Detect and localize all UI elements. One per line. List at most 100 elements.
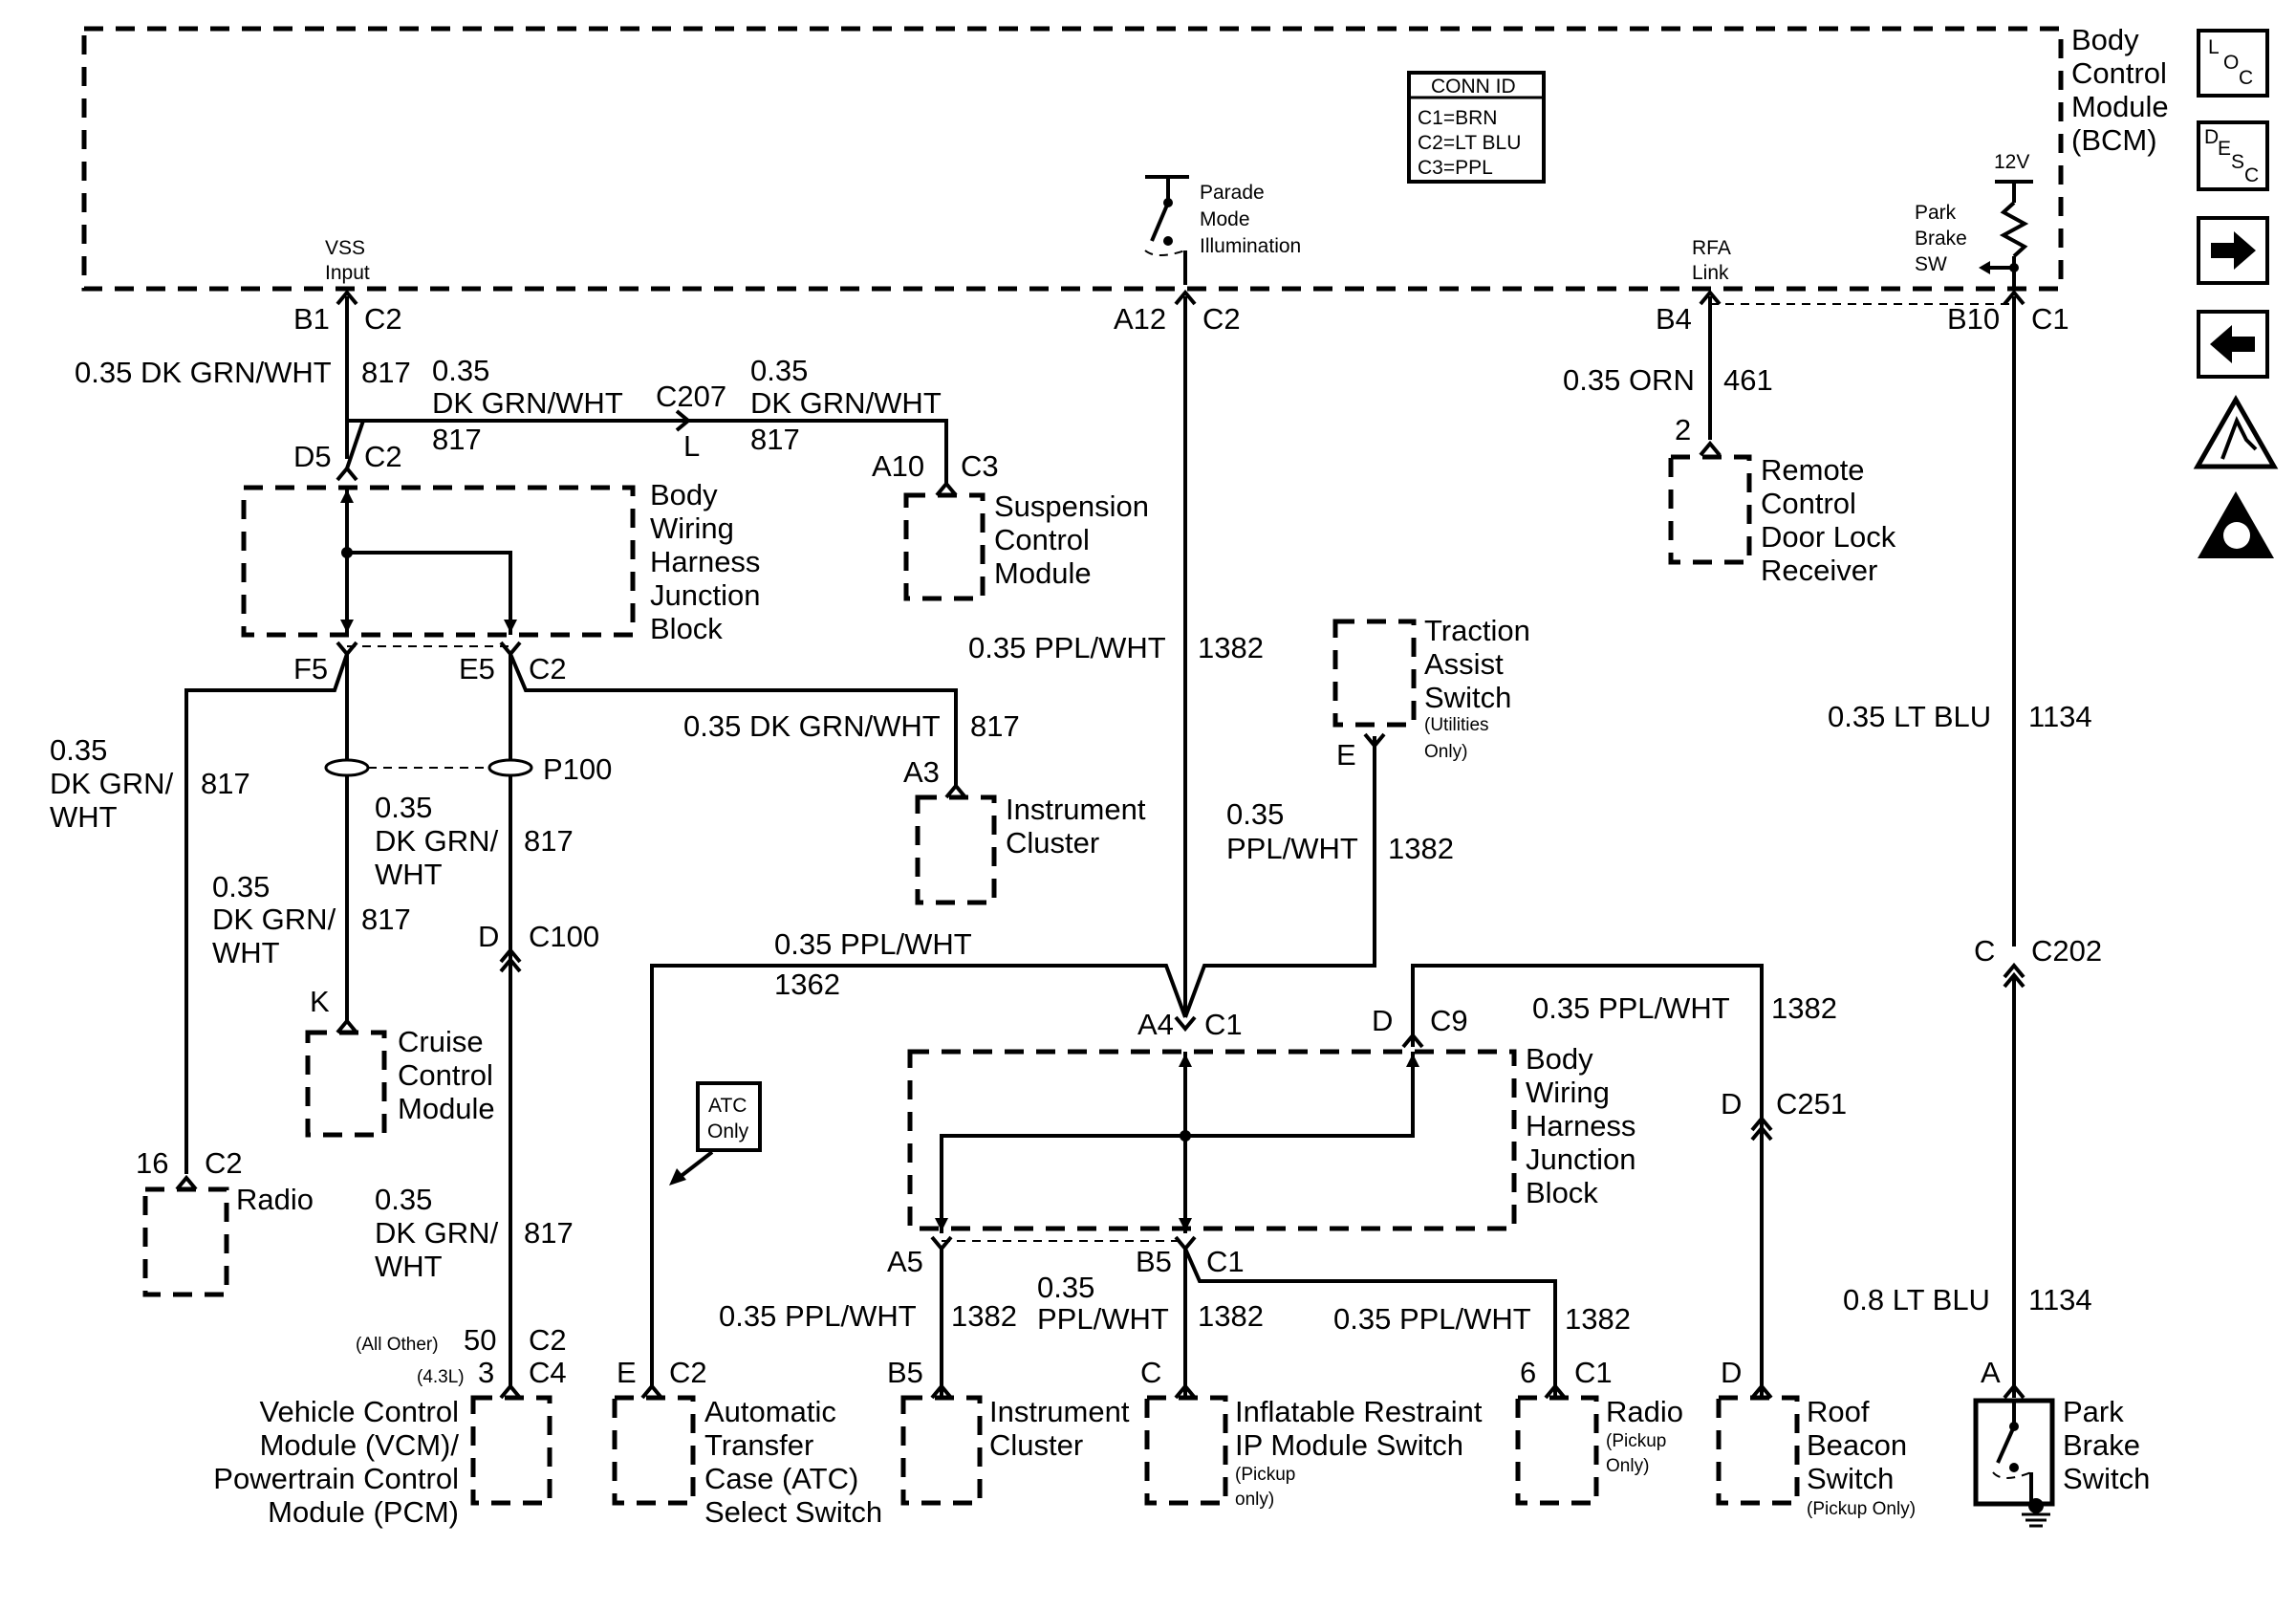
desc-icon[interactable]: D E S C xyxy=(2197,120,2269,191)
junction-block-label: Junction xyxy=(1526,1142,1635,1176)
pin-e: E xyxy=(1336,738,1356,772)
traction-switch-label: Switch xyxy=(1424,681,1511,714)
pin-k: K xyxy=(310,985,330,1018)
radio-label: Radio xyxy=(236,1183,314,1216)
atc-switch-label: Automatic xyxy=(704,1395,836,1428)
roof-beacon-label: Roof xyxy=(1807,1395,1870,1428)
wire-label: 0.35 DK GRN/WHT xyxy=(75,356,332,389)
wire-label: WHT xyxy=(50,800,118,834)
arrow-right-icon[interactable] xyxy=(2197,216,2269,285)
conn-id-title: CONN ID xyxy=(1431,76,1516,98)
pin-a5: A5 xyxy=(887,1245,923,1278)
cruise-module-label: Cruise xyxy=(398,1025,484,1058)
pin-e: E xyxy=(617,1356,637,1389)
bcm-box xyxy=(81,26,2064,292)
traction-switch-label: Assist xyxy=(1424,647,1504,681)
esd-warning-icon xyxy=(2193,394,2279,469)
pin-l: L xyxy=(683,429,700,463)
conn-c100: C100 xyxy=(529,920,599,953)
bcm-label: (BCM) xyxy=(2071,123,2157,157)
wire-label: DK GRN/ xyxy=(50,767,174,800)
pin-b10: B10 xyxy=(1947,302,2000,336)
wire-label: 0.35 xyxy=(750,354,808,387)
wire-label: DK GRN/ xyxy=(375,1216,499,1250)
desc-icon-letter: E xyxy=(2218,138,2231,160)
wire-label: 0.35 xyxy=(1226,797,1284,831)
conn-p100: P100 xyxy=(543,752,612,786)
radio-box xyxy=(142,1186,229,1297)
instrument-cluster-label: Cluster xyxy=(1006,826,1099,859)
circuit-number: 817 xyxy=(361,903,411,936)
loc-icon-letter: L xyxy=(2208,36,2220,58)
wire-label: 0.35 PPL/WHT xyxy=(968,631,1166,664)
wire-label: 0.35 ORN xyxy=(1563,363,1695,397)
restraint-switch-box xyxy=(1144,1395,1228,1506)
conn-c4: C4 xyxy=(529,1356,567,1389)
junction-block-label: Body xyxy=(650,478,718,511)
circuit-number: 1382 xyxy=(1388,832,1454,865)
arrow-left-icon[interactable] xyxy=(2197,310,2269,379)
pin-b5: B5 xyxy=(887,1356,923,1389)
p100-splice xyxy=(324,758,533,777)
wire-label: PPL/WHT xyxy=(1226,832,1358,865)
circuit-number: 1134 xyxy=(2028,1283,2092,1316)
suspension-module-label: Module xyxy=(994,556,1092,590)
conn-c2: C2 xyxy=(205,1146,243,1180)
desc-icon-letter: C xyxy=(2244,164,2259,186)
conn-c2: C2 xyxy=(364,302,402,336)
wire-label: DK GRN/ xyxy=(212,903,336,936)
circuit-number: 1382 xyxy=(1198,1299,1264,1333)
traction-switch-box xyxy=(1332,619,1417,728)
conn-id-c1: C1=BRN xyxy=(1418,107,1497,129)
circuit-number: 817 xyxy=(432,423,482,456)
rfa-label: Link xyxy=(1692,262,1729,284)
pin-b4: B4 xyxy=(1656,302,1692,336)
conn-id-c3: C3=PPL xyxy=(1418,157,1493,179)
door-lock-receiver-label: Remote xyxy=(1761,453,1865,487)
door-lock-receiver-label: Door Lock xyxy=(1761,520,1896,554)
variant-label: (4.3L) xyxy=(417,1367,465,1387)
parade-label: Parade xyxy=(1200,182,1265,204)
traction-switch-label: Traction xyxy=(1424,614,1530,647)
junction-block-label: Wiring xyxy=(650,511,734,545)
park-brake-switch-label: Switch xyxy=(2063,1462,2150,1495)
conn-c2: C2 xyxy=(1202,302,1241,336)
circuit-number: 1382 xyxy=(1198,631,1264,664)
atc-switch-label: Select Switch xyxy=(704,1495,882,1529)
pin-2: 2 xyxy=(1675,413,1691,446)
junction-block-label: Block xyxy=(1526,1176,1598,1209)
vcm-label: Module (VCM)/ xyxy=(260,1428,460,1462)
roof-beacon-label: (Pickup Only) xyxy=(1807,1499,1916,1519)
pin-16: 16 xyxy=(136,1146,168,1180)
roof-beacon-label: Switch xyxy=(1807,1462,1894,1495)
rfa-label: RFA xyxy=(1692,237,1731,259)
door-lock-receiver-label: Control xyxy=(1761,487,1856,520)
circuit-number: 461 xyxy=(1723,363,1773,397)
pin-d: D xyxy=(1372,1004,1393,1037)
pin-a10: A10 xyxy=(872,449,924,483)
wire-label: 0.35 PPL/WHT xyxy=(1532,991,1730,1025)
circuit-number: 817 xyxy=(361,356,411,389)
pin-d: D xyxy=(478,920,499,953)
parade-label: Mode xyxy=(1200,208,1250,230)
pin-b5: B5 xyxy=(1136,1245,1172,1278)
wire-label: WHT xyxy=(212,936,280,969)
pin-a3: A3 xyxy=(903,755,940,789)
radio-pickup-label: Radio xyxy=(1606,1395,1683,1428)
bcm-label: Control xyxy=(2071,56,2167,90)
circuit-number: 817 xyxy=(524,824,574,858)
circuit-number: 1362 xyxy=(774,968,840,1001)
loc-icon-letter: O xyxy=(2223,52,2239,74)
parade-switch-symbol xyxy=(1144,175,1189,285)
conn-c1: C1 xyxy=(2031,302,2069,336)
junction-block-label: Junction xyxy=(650,578,760,612)
conn-c1: C1 xyxy=(1574,1356,1613,1389)
wire-label: DK GRN/WHT xyxy=(432,386,623,420)
connector-markers xyxy=(336,289,2025,306)
instrument-cluster-label: Instrument xyxy=(1006,793,1146,826)
loc-icon[interactable]: L O C xyxy=(2197,29,2269,98)
conn-c1: C1 xyxy=(1206,1245,1245,1278)
cruise-module-box xyxy=(305,1030,387,1138)
wire-label: 0.8 LT BLU xyxy=(1843,1283,1990,1316)
vcm-pcm-box xyxy=(470,1395,552,1506)
